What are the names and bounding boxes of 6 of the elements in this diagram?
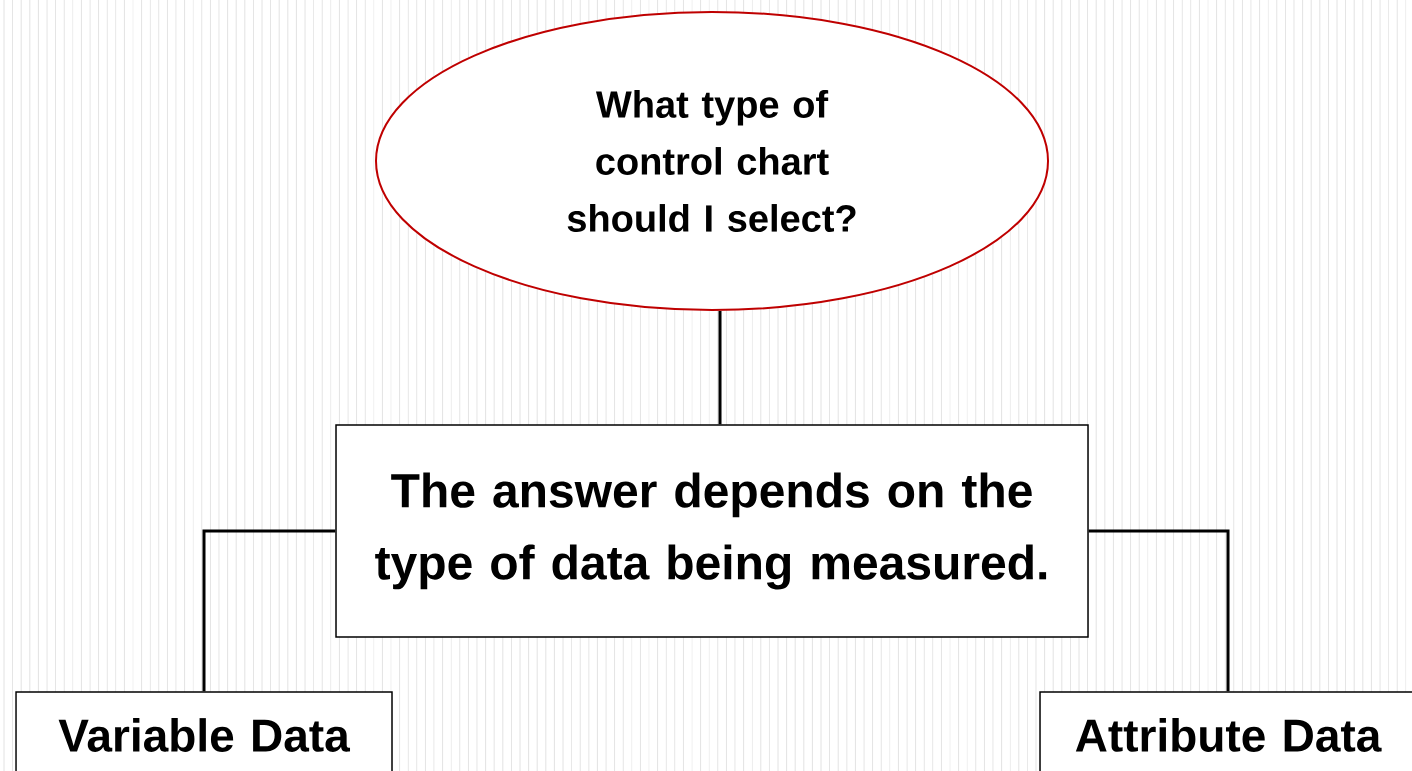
connector-line — [1088, 529, 1230, 692]
answer-box: The answer depends on the type of data being measured. — [335, 424, 1089, 638]
connector-line — [202, 529, 336, 692]
category-box: Attribute Data — [1039, 691, 1412, 771]
connector-line — [718, 311, 722, 425]
category-box: Variable Data — [15, 691, 393, 771]
